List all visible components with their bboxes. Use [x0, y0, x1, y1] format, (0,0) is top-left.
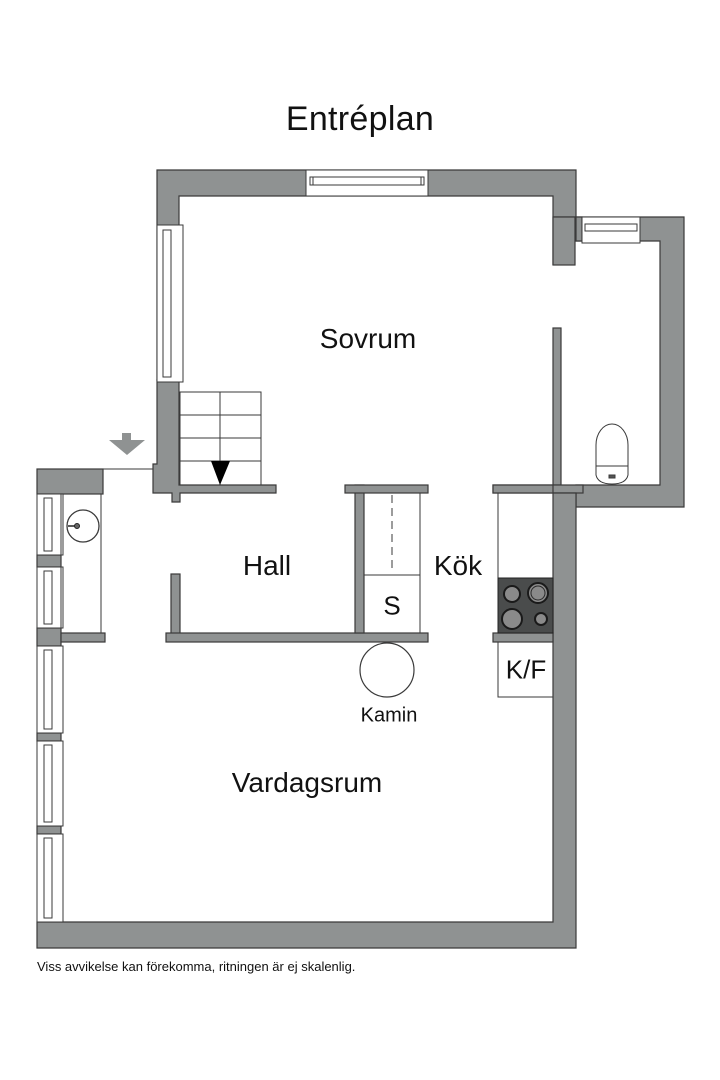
wall-left-4: [36, 825, 62, 835]
stairs-down-arrow-icon: [211, 461, 230, 485]
window-icon: [36, 169, 641, 923]
wall-kitchen-top: [492, 484, 554, 494]
storage-label: S: [383, 590, 401, 621]
wall-wc-outer: [575, 216, 685, 508]
wall-left-2: [36, 627, 62, 647]
wall-left-3: [36, 732, 62, 742]
fireplace-icon: [359, 642, 415, 698]
wall-left-1: [36, 554, 62, 568]
room-label-vardagsrum: Vardagsrum: [231, 767, 383, 798]
wall-wc-partition: [552, 327, 562, 486]
disclaimer: Viss avvikelse kan förekomma, ritningen …: [37, 959, 356, 974]
wall-bath-bottom: [60, 632, 106, 643]
wall-hall-left: [170, 573, 181, 635]
wall-sovrum-right-upper: [552, 216, 576, 266]
sink-icon: [66, 509, 100, 543]
room-label-hall: Hall: [242, 550, 292, 581]
room-label-sovrum: Sovrum: [319, 323, 417, 354]
room-label-kok: Kök: [433, 550, 483, 581]
plan-title: Entréplan: [285, 100, 435, 138]
wall-left-stairs: [152, 379, 277, 503]
stove-icon: [497, 577, 554, 634]
wall-kitchen-mid: [492, 632, 554, 643]
wall-closet-top: [344, 484, 429, 494]
fireplace-label: Kamin: [360, 704, 418, 727]
wall-bath-top: [36, 468, 104, 495]
wall-wc-top-left: [575, 216, 583, 242]
wall-closet-left: [354, 484, 365, 634]
entrance-arrow-icon: [109, 433, 145, 455]
wall-hall-bottom: [165, 632, 429, 643]
fridge-freezer-label: K/F: [505, 654, 547, 685]
wall-right-exterior: [36, 492, 577, 949]
toilet-icon: [595, 423, 629, 485]
